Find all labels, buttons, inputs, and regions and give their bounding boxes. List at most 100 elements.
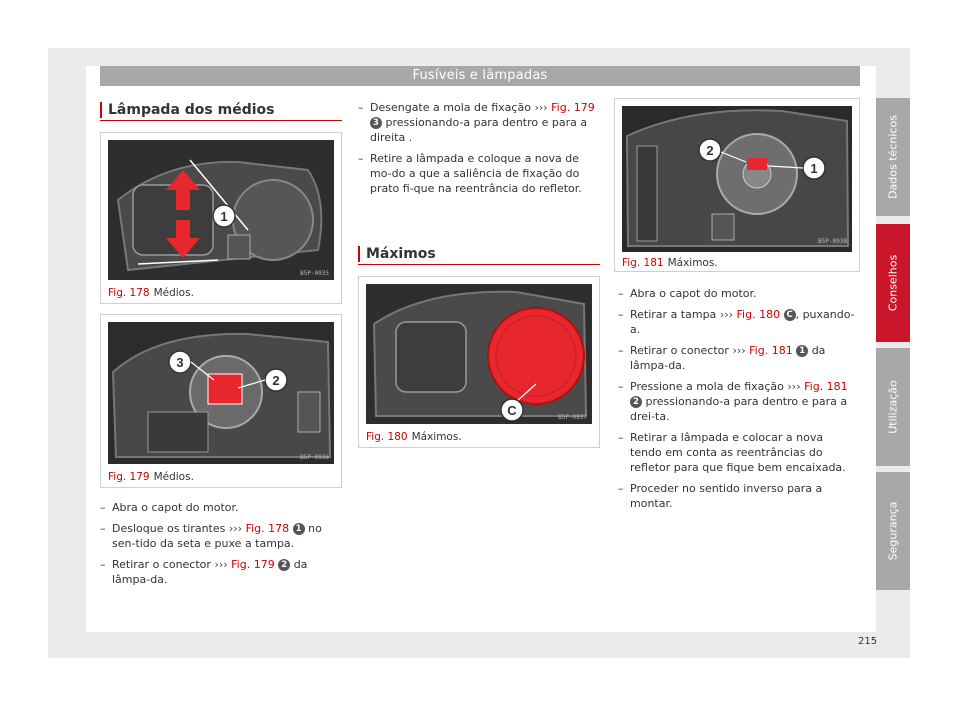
step-text: Retirar a lâmpada e colocar a nova tendo… bbox=[630, 431, 846, 474]
step-text: Abra o capot do motor. bbox=[112, 501, 239, 514]
steps-list-main-beam: –Abra o capot do motor. –Retirar a tampa… bbox=[618, 286, 858, 517]
step-text: Desloque os tirantes bbox=[112, 522, 226, 535]
callout-badge: 1 bbox=[796, 345, 809, 357]
callout-3: 3 bbox=[176, 355, 183, 370]
dash: – bbox=[618, 431, 624, 444]
step-item: –Retirar o conector ››› Fig. 179 2 da lâ… bbox=[100, 557, 342, 587]
steps-list-dipped-cont: –Desengate a mola de fixação ››› Fig. 17… bbox=[358, 100, 602, 202]
callout-2: 2 bbox=[272, 373, 279, 388]
callout-2: 2 bbox=[706, 143, 713, 158]
figure-181-image: 2 1 bbox=[622, 106, 852, 252]
ref-arrow: ››› bbox=[534, 101, 548, 114]
step-text: Abra o capot do motor. bbox=[630, 287, 757, 300]
step-text: da lâmpa-da. bbox=[112, 558, 308, 586]
section-rule bbox=[100, 120, 342, 121]
ref-arrow: ››› bbox=[719, 308, 734, 321]
callout-1: 1 bbox=[810, 161, 817, 176]
caption-text: Máximos. bbox=[411, 431, 462, 443]
tab-dados-tecnicos[interactable]: Dados técnicos bbox=[876, 98, 910, 216]
step-text: Retirar o conector bbox=[630, 344, 729, 357]
fig-reference-link[interactable]: Fig. 179 bbox=[551, 101, 595, 114]
tab-utilizacao[interactable]: Utilização bbox=[876, 348, 910, 466]
section-title-dipped-beam: Lâmpada dos médios bbox=[100, 102, 274, 118]
step-text: Proceder no sentido inverso para a monta… bbox=[630, 482, 823, 510]
section-rule bbox=[358, 264, 600, 265]
dash: – bbox=[358, 152, 364, 165]
ref-arrow: ››› bbox=[228, 522, 243, 535]
figure-label: Fig. 178 bbox=[108, 287, 150, 299]
step-text: , puxando-a. bbox=[630, 308, 855, 336]
figure-label: Fig. 181 bbox=[622, 257, 664, 269]
step-text: pressionando-a para dentro e para a drei… bbox=[630, 395, 848, 423]
step-item: –Abra o capot do motor. bbox=[618, 286, 858, 301]
step-text: Retirar a tampa bbox=[630, 308, 717, 321]
step-item: –Desengate a mola de fixação ››› Fig. 17… bbox=[358, 100, 602, 145]
step-text: Desengate a mola de fixação bbox=[370, 101, 531, 114]
step-item: –Retire a lâmpada e coloque a nova de mo… bbox=[358, 151, 602, 196]
step-text: da lâmpa-da. bbox=[630, 344, 826, 372]
tab-label: Conselhos bbox=[886, 254, 900, 312]
figure-code: B5P-0937 bbox=[558, 414, 587, 421]
arrow-down-icon bbox=[166, 220, 200, 258]
dash: – bbox=[618, 482, 624, 495]
dash: – bbox=[358, 101, 364, 114]
figure-180-image: C bbox=[366, 284, 592, 424]
figure-label: Fig. 180 bbox=[366, 431, 408, 443]
figure-code: B5P-0938 bbox=[818, 238, 847, 245]
step-text: Retire a lâmpada e coloque a nova de mo-… bbox=[370, 152, 582, 195]
steps-list-dipped: –Abra o capot do motor. –Desloque os tir… bbox=[100, 500, 342, 593]
step-item: –Proceder no sentido inverso para a mont… bbox=[618, 481, 858, 511]
fig-reference-link[interactable]: Fig. 181 bbox=[749, 344, 793, 357]
fig-reference-link[interactable]: Fig. 178 bbox=[245, 522, 290, 535]
tab-label: Utilização bbox=[886, 380, 900, 434]
tab-label: Dados técnicos bbox=[886, 115, 900, 199]
fig-reference-link[interactable]: Fig. 181 bbox=[804, 380, 848, 393]
callout-badge: C bbox=[783, 309, 796, 321]
fig-reference-link[interactable]: Fig. 179 bbox=[231, 558, 275, 571]
fig-reference-link[interactable]: Fig. 180 bbox=[736, 308, 781, 321]
step-item: –Pressione a mola de fixação ››› Fig. 18… bbox=[618, 379, 858, 424]
tab-label: Segurança bbox=[886, 501, 900, 561]
step-item: –Retirar a lâmpada e colocar a nova tend… bbox=[618, 430, 858, 475]
figure-label: Fig. 179 bbox=[108, 471, 150, 483]
callout-badge: 3 bbox=[370, 117, 382, 129]
step-text: pressionando-a para dentro e para a dire… bbox=[370, 116, 588, 144]
step-text: Pressione a mola de fixação bbox=[630, 380, 784, 393]
dash: – bbox=[618, 380, 624, 393]
caption-text: Máximos. bbox=[667, 257, 718, 269]
arrow-up-icon bbox=[166, 170, 200, 210]
dash: – bbox=[100, 522, 106, 535]
tab-seguranca[interactable]: Segurança bbox=[876, 472, 910, 590]
chapter-header: Fusíveis e lâmpadas bbox=[100, 66, 860, 86]
step-item: –Abra o capot do motor. bbox=[100, 500, 342, 515]
ref-arrow: ››› bbox=[787, 380, 801, 393]
step-item: –Desloque os tirantes ››› Fig. 178 1 no … bbox=[100, 521, 342, 551]
step-text: Retirar o conector bbox=[112, 558, 211, 571]
section-title-main-beam: Máximos bbox=[358, 246, 436, 262]
caption-text: Médios. bbox=[153, 471, 194, 483]
ref-arrow: ››› bbox=[732, 344, 746, 357]
ref-arrow: ››› bbox=[214, 558, 228, 571]
callout-badge: 2 bbox=[630, 396, 642, 408]
callout-badge: 1 bbox=[292, 523, 305, 535]
dash: – bbox=[618, 287, 624, 300]
figure-code: B5P-0935 bbox=[300, 270, 329, 277]
dash: – bbox=[100, 501, 106, 514]
step-text: no sen-tido da seta e puxe a tampa. bbox=[112, 522, 322, 550]
page-number: 215 bbox=[858, 636, 878, 647]
callout-1: 1 bbox=[220, 209, 227, 224]
figure-179-image: 3 2 bbox=[108, 322, 334, 464]
dash: – bbox=[618, 308, 624, 321]
step-item: –Retirar a tampa ››› Fig. 180 C, puxando… bbox=[618, 307, 858, 337]
figure-178-image: 1 bbox=[108, 140, 334, 280]
callout-badge: 2 bbox=[278, 559, 291, 571]
tab-conselhos[interactable]: Conselhos bbox=[876, 224, 910, 342]
